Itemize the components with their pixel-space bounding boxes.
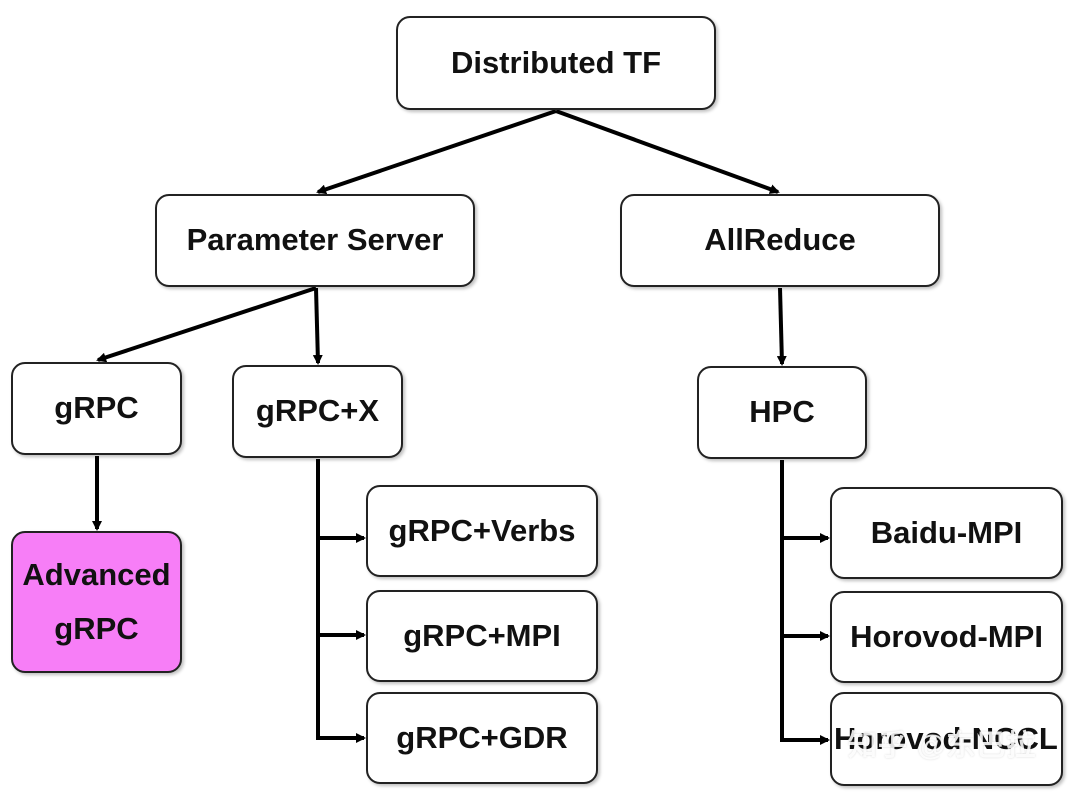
edge-root-ps bbox=[316, 109, 557, 195]
edge-ps-grpc bbox=[96, 286, 317, 363]
node-grpc: gRPC bbox=[11, 362, 182, 455]
edge-root-allreduce bbox=[555, 109, 780, 194]
node-label: gRPC+Verbs bbox=[388, 512, 576, 548]
node-label-line-2: gRPC bbox=[54, 611, 139, 646]
edge-ps-grpcx bbox=[312, 287, 323, 365]
node-horovod-nccl: Horovod-NCCL bbox=[830, 692, 1063, 786]
node-label: Advanced gRPC bbox=[22, 548, 170, 657]
edge-allreduce-hpc bbox=[776, 287, 787, 366]
node-label: Baidu-MPI bbox=[870, 514, 1023, 550]
node-label: Distributed TF bbox=[450, 44, 662, 80]
node-parameter-server: Parameter Server bbox=[155, 194, 475, 287]
node-label: HPC bbox=[749, 394, 815, 430]
node-baidu-mpi: Baidu-MPI bbox=[830, 487, 1063, 579]
node-grpc-verbs: gRPC+Verbs bbox=[366, 485, 598, 577]
watermark: 知乎 @东巴拉 bbox=[848, 730, 1037, 762]
node-grpc-mpi: gRPC+MPI bbox=[366, 590, 598, 682]
node-label: gRPC+X bbox=[255, 393, 380, 429]
node-label: Horovod-NCCL bbox=[834, 720, 1058, 756]
node-label-line-1: Advanced bbox=[22, 556, 171, 592]
node-label: gRPC bbox=[54, 390, 139, 426]
node-allreduce: AllReduce bbox=[620, 194, 940, 287]
node-label: Horovod-MPI bbox=[850, 618, 1043, 654]
node-label: gRPC+MPI bbox=[403, 617, 561, 653]
node-advanced-grpc: Advanced gRPC bbox=[11, 531, 182, 673]
node-grpc-gdr: gRPC+GDR bbox=[366, 692, 598, 784]
node-label: AllReduce bbox=[704, 222, 856, 258]
node-hpc: HPC bbox=[697, 366, 867, 459]
node-label: Parameter Server bbox=[186, 222, 444, 258]
node-horovod-mpi: Horovod-MPI bbox=[830, 591, 1063, 683]
node-grpc-x: gRPC+X bbox=[232, 365, 403, 458]
node-distributed-tf: Distributed TF bbox=[396, 16, 716, 110]
node-label: gRPC+GDR bbox=[396, 719, 568, 755]
